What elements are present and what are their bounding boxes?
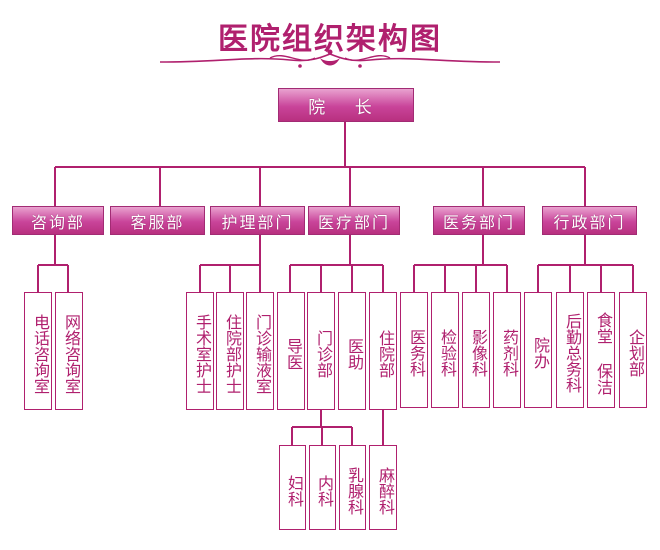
dept-medical: 医疗部门 bbox=[308, 206, 400, 235]
unit-assistant: 医助 bbox=[338, 292, 366, 410]
dept-medical-affairs: 医务部门 bbox=[433, 206, 525, 235]
unit-infusion-room: 门诊输液室 bbox=[246, 292, 274, 410]
title-flourish bbox=[160, 49, 500, 68]
dept-administration: 行政部门 bbox=[542, 206, 637, 235]
unit-or-nurse: 手术室护士 bbox=[186, 292, 214, 410]
unit-guide: 导医 bbox=[277, 292, 305, 410]
dept-nursing: 护理部门 bbox=[210, 206, 305, 235]
unit-president-office: 院办 bbox=[524, 292, 552, 408]
clinic-gynecology: 妇科 bbox=[279, 445, 306, 530]
unit-phone-consult: 电话咨询室 bbox=[24, 292, 52, 410]
clinic-breast: 乳腺科 bbox=[339, 445, 366, 530]
unit-canteen-cleaning: 食堂 保洁 bbox=[587, 292, 615, 408]
unit-imaging: 影像科 bbox=[462, 292, 490, 408]
unit-inpatient: 住院部 bbox=[369, 292, 397, 410]
root-node-president: 院 长 bbox=[278, 88, 414, 122]
ward-anesthesia: 麻醉科 bbox=[369, 445, 397, 530]
unit-medical-affairs: 医务科 bbox=[400, 292, 428, 408]
unit-ward-nurse: 住院部护士 bbox=[216, 292, 244, 410]
unit-online-consult: 网络咨询室 bbox=[55, 292, 83, 410]
unit-outpatient: 门诊部 bbox=[307, 292, 335, 410]
unit-pharmacy: 药剂科 bbox=[493, 292, 521, 408]
unit-planning: 企划部 bbox=[619, 292, 647, 408]
unit-laboratory: 检验科 bbox=[431, 292, 459, 408]
unit-logistics: 后勤总务科 bbox=[556, 292, 584, 408]
dept-customer-service: 客服部 bbox=[110, 206, 205, 235]
clinic-internal: 内科 bbox=[309, 445, 336, 530]
dept-consulting: 咨询部 bbox=[12, 206, 104, 235]
